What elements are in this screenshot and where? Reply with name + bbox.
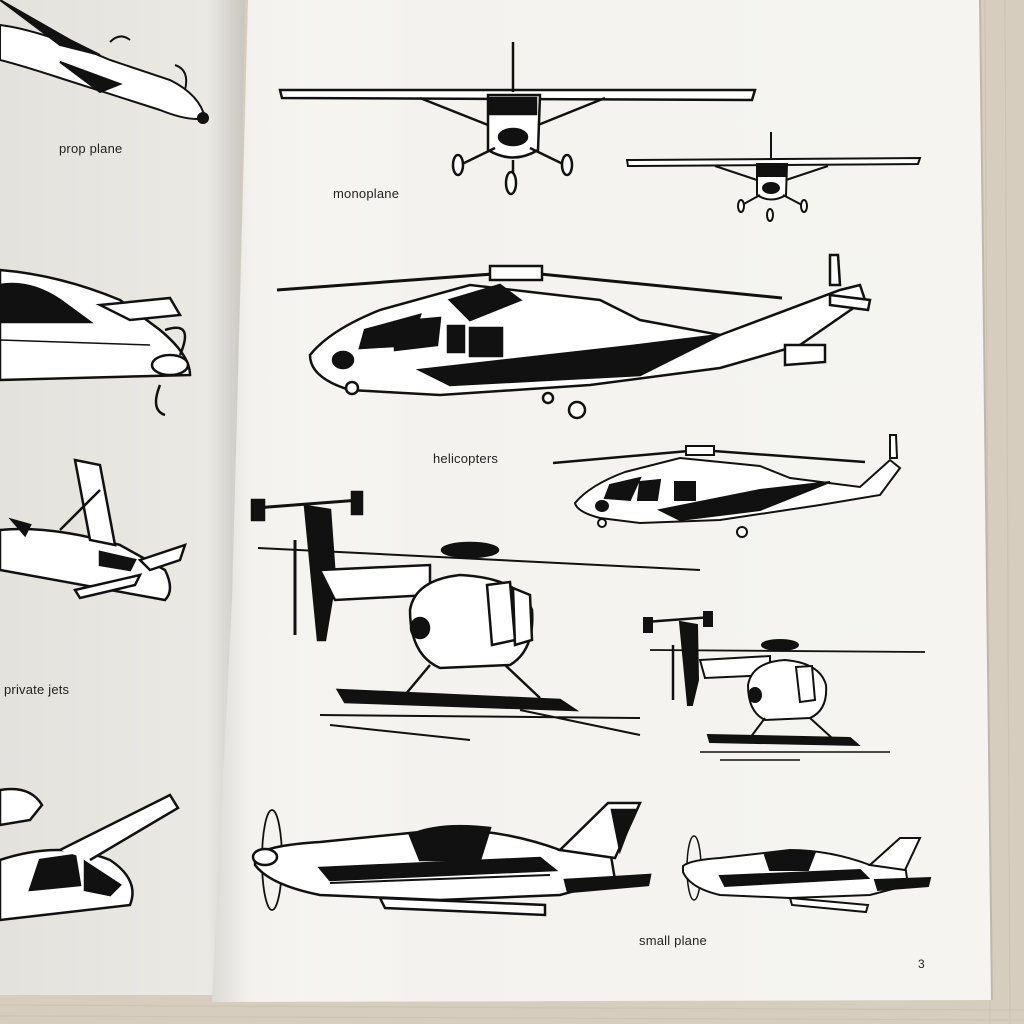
- left-page-jet: [0, 458, 187, 602]
- left-page-plane-2: [0, 268, 192, 417]
- prop-plane-drawing: [0, 0, 209, 124]
- label-helicopters: helicopters: [433, 451, 499, 466]
- label-small-plane: small plane: [639, 933, 707, 948]
- label-prop-plane: prop plane: [59, 141, 123, 156]
- label-monoplane: monoplane: [333, 186, 400, 201]
- left-page: [0, 0, 245, 995]
- light-helicopter-small: [643, 611, 926, 761]
- label-private-jets: private jets: [4, 682, 70, 697]
- monoplane-front-small: [625, 132, 922, 222]
- monoplane-front-large: [278, 42, 757, 196]
- small-plane-side-large: [251, 801, 652, 917]
- page-number: 3: [918, 957, 925, 971]
- light-helicopter-large: [250, 490, 701, 741]
- page-edge: [979, 0, 993, 1001]
- helicopter-side-small: [552, 434, 902, 538]
- light-glare: [250, 0, 420, 1000]
- small-plane-side-small: [682, 835, 932, 914]
- helicopter-side-large: [276, 253, 872, 420]
- left-page-plane-4: [0, 787, 180, 922]
